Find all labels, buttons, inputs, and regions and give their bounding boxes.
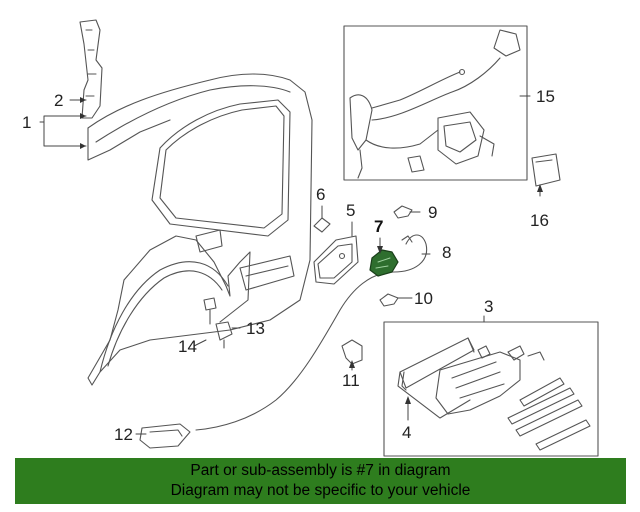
callout-2: 2 (54, 91, 63, 110)
callout-labels: 1 2 3 4 5 6 7 8 9 10 11 12 13 14 15 16 (22, 87, 555, 444)
part-10-clip (379, 293, 399, 307)
arrowheads (80, 97, 543, 404)
callout-7: 7 (374, 217, 383, 236)
part-14-bolt (203, 297, 217, 325)
callout-11: 11 (342, 371, 360, 390)
release-handle-part-12 (139, 423, 191, 449)
pillar-part-2 (79, 19, 103, 119)
inset-box-15 (343, 25, 528, 181)
leader-lines (39, 95, 541, 435)
part-9-clip (393, 205, 413, 219)
cable-part-8 (195, 234, 428, 431)
part-6-bumper (313, 217, 331, 233)
callout-4: 4 (402, 423, 411, 442)
fuel-door-part-5 (313, 235, 359, 285)
callout-9: 9 (428, 203, 437, 222)
quarter-panel-part-1 (87, 73, 313, 386)
callout-3: 3 (484, 297, 493, 316)
callout-6: 6 (316, 185, 325, 204)
part-13-fastener (215, 321, 233, 349)
info-banner: Part or sub-assembly is #7 in diagram Di… (15, 458, 626, 504)
banner-line-1: Part or sub-assembly is #7 in diagram (190, 462, 451, 479)
callout-8: 8 (442, 243, 451, 262)
callout-16: 16 (530, 211, 549, 230)
callout-10: 10 (414, 289, 433, 308)
callout-15: 15 (536, 87, 555, 106)
part-11-clip (341, 339, 363, 365)
callout-5: 5 (346, 201, 355, 220)
callout-1: 1 (22, 113, 31, 132)
inset-box-3 (383, 321, 599, 457)
banner-line-2: Diagram may not be specific to your vehi… (170, 482, 471, 499)
module-part-16 (531, 153, 561, 187)
fuel-door-assembly-part-3 (397, 337, 591, 451)
latch-assembly-part-15 (349, 29, 521, 179)
callout-12: 12 (114, 425, 133, 444)
callout-13: 13 (246, 319, 265, 338)
highlighted-part-7 (369, 249, 399, 277)
callout-14: 14 (178, 337, 197, 356)
